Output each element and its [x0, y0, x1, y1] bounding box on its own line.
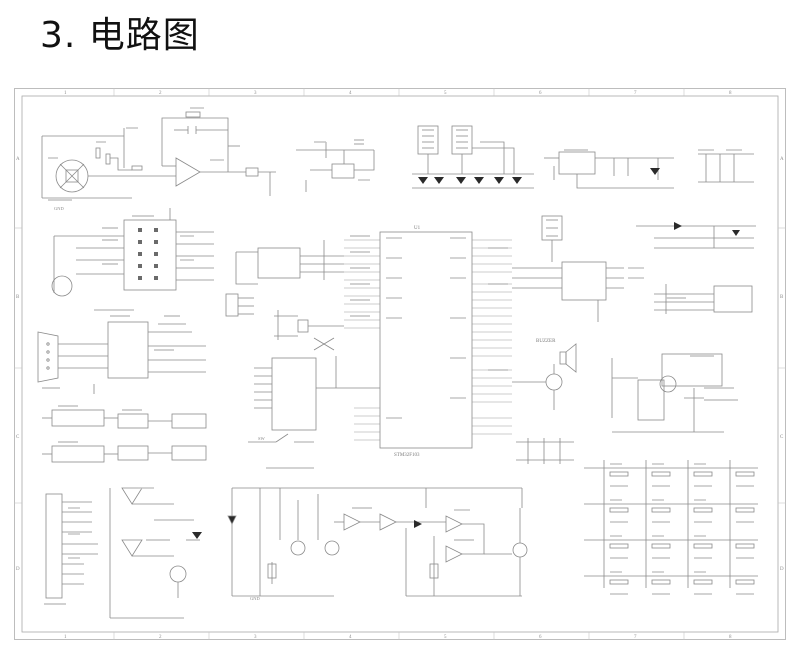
serial-chip-block	[512, 215, 624, 322]
diode-icon	[674, 222, 682, 230]
lcd-interface-block	[254, 356, 380, 431]
crystal-block	[274, 310, 344, 351]
zone-top-6: 6	[539, 91, 542, 96]
page-title: 3. 电路图	[40, 15, 200, 56]
zone-top-2: 2	[159, 91, 162, 96]
keypad-matrix	[584, 460, 758, 595]
mcu-part: STM32F103	[394, 453, 420, 458]
zone-bottom-7: 7	[634, 635, 637, 640]
zone-left-d: D	[16, 567, 20, 572]
decoupling-caps	[516, 438, 574, 464]
zone-bottom-4: 4	[349, 635, 352, 640]
led-array-block	[412, 125, 534, 189]
zone-top-1: 1	[64, 91, 67, 96]
driver-pins	[138, 228, 158, 280]
rs232-block	[37, 309, 206, 394]
zone-right-a: A	[780, 157, 784, 162]
ir-sensor-block	[611, 353, 724, 433]
rtc-block	[654, 284, 753, 314]
zone-right-d: D	[780, 567, 784, 572]
zone-top-5: 5	[444, 91, 447, 96]
zone-left-a: A	[16, 157, 20, 162]
sensor-block	[109, 487, 200, 619]
zone-top-7: 7	[634, 91, 637, 96]
motor-opamp-block	[41, 111, 276, 199]
zone-top-4: 4	[349, 91, 352, 96]
mcu-left-pins	[344, 239, 380, 441]
schematic-diagram: 1 2 3 4 5 6 7 8 1 2 3 4 5 6 7 8 A B C D …	[14, 88, 786, 640]
zone-bottom-6: 6	[539, 635, 542, 640]
mcu-designator: U1	[414, 226, 421, 231]
zone-bottom-8: 8	[729, 635, 732, 640]
signal-diode-icon	[414, 520, 422, 528]
inverter-block	[42, 409, 207, 463]
stepper-driver-block	[51, 208, 214, 297]
zone-right-b: B	[780, 295, 784, 300]
zone-top-8: 8	[729, 91, 732, 96]
zone-bottom-2: 2	[159, 635, 162, 640]
signal-chain-block	[227, 487, 528, 597]
zone-left-b: B	[16, 295, 20, 300]
zone-bottom-1: 1	[64, 635, 67, 640]
buzzer-label: BUZZER	[536, 339, 556, 344]
buzzer-block	[512, 343, 577, 410]
led-row	[418, 177, 522, 184]
regulator-small-block	[296, 139, 375, 192]
zone-bottom-5: 5	[444, 635, 447, 640]
zone-bottom-3: 3	[254, 635, 257, 640]
status-led-icon	[732, 230, 740, 236]
diode-led-block	[636, 225, 756, 249]
indicator-led-icon	[192, 532, 202, 539]
zone-top-3: 3	[254, 91, 257, 96]
schematic-sheet: 1 2 3 4 5 6 7 8 1 2 3 4 5 6 7 8 A B C D …	[14, 88, 786, 640]
switch-label: SW	[258, 436, 266, 441]
gnd-label-1: GND	[54, 206, 64, 211]
zone-left-c: C	[16, 435, 20, 440]
switch-block	[248, 433, 314, 469]
annotation-marks	[42, 107, 742, 605]
zone-ticks	[14, 88, 786, 640]
connector-p1-block	[45, 493, 98, 599]
ldo-block	[544, 151, 754, 189]
power-led-icon	[650, 168, 660, 175]
gnd-label-2: GND	[250, 596, 260, 601]
mcu-right-pins	[472, 239, 512, 435]
eeprom-block	[235, 240, 344, 285]
zone-right-c: C	[780, 435, 784, 440]
outer-frame	[14, 88, 786, 640]
header-p3-block	[225, 293, 254, 317]
inner-frame	[21, 95, 779, 633]
